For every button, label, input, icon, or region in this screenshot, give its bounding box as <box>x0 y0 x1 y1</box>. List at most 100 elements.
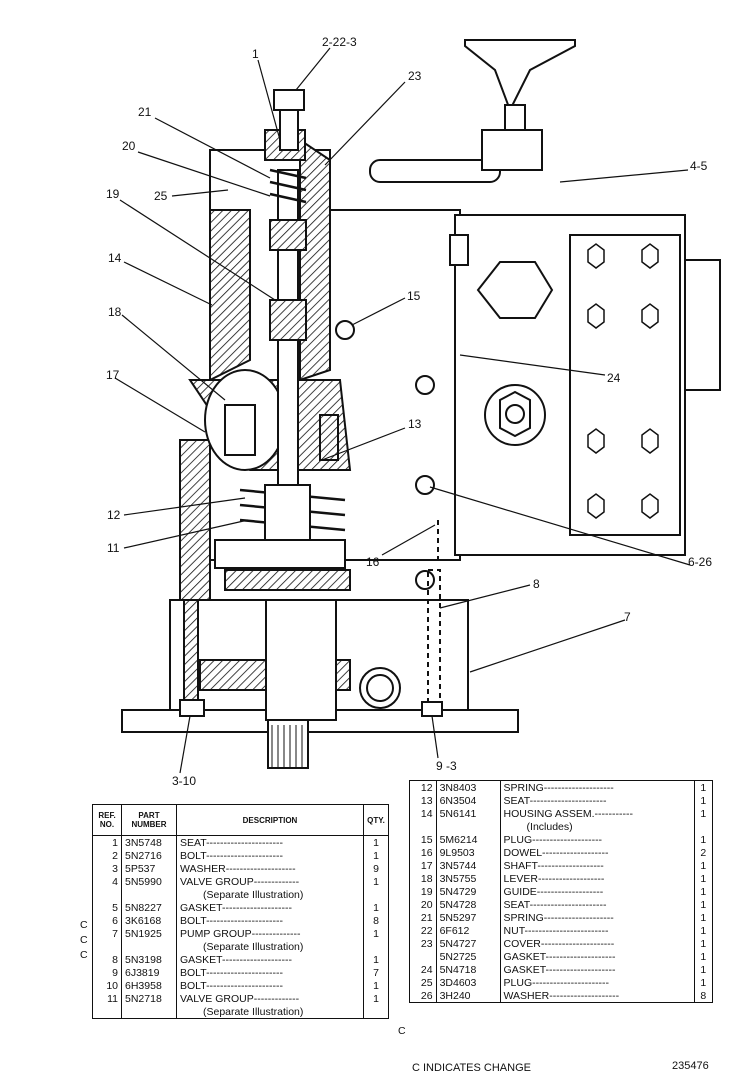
cell-description: NUT------------------------ <box>500 924 695 937</box>
cell-part-number: 3N5755 <box>436 872 501 885</box>
callout-8: 8 <box>533 577 540 591</box>
cell-quantity: 1 <box>373 927 379 940</box>
cell-description: HOUSING ASSEM.----------- <box>500 807 695 820</box>
cell-part-number: 6J3819 <box>121 966 177 979</box>
cell-quantity: 1 <box>700 781 707 794</box>
cell-description: SEAT---------------------- <box>500 794 695 807</box>
cell-description: PUMP GROUP-------------- <box>176 927 364 940</box>
cell-ref-no: 9 <box>92 966 122 979</box>
cell-quantity: 1 <box>700 807 707 820</box>
callout-16: 16 <box>366 555 380 569</box>
cell-description: BOLT---------------------- <box>176 979 364 992</box>
cell-description: GASKET-------------------- <box>500 950 695 963</box>
cell-part-number: 5N4727 <box>436 937 501 950</box>
cell-description: VALVE GROUP------------- <box>176 992 364 1005</box>
cell-description: DOWEL------------------- <box>500 846 695 859</box>
cell-part-number: 5N2716 <box>121 849 177 862</box>
cell-part-number: 6N3504 <box>436 794 501 807</box>
cell-description: (Separate Illustration) <box>176 940 364 953</box>
col-ref-no: REF.NO. <box>92 804 122 836</box>
cell-ref-no: 17 <box>409 859 437 872</box>
cell-quantity <box>694 820 712 833</box>
callout-20: 20 <box>122 139 136 153</box>
change-mark-right: C <box>398 1025 406 1037</box>
cell-quantity: 1 <box>373 992 379 1005</box>
callout-1: 1 <box>252 47 259 61</box>
table-row: (Separate Illustration) <box>92 888 389 901</box>
cell-ref-no: 23 <box>409 937 437 950</box>
cell-ref-no: 6 <box>92 914 122 927</box>
callout-23: 23 <box>408 69 422 83</box>
cell-ref-no: 16 <box>409 846 437 859</box>
cell-quantity: 1 <box>373 836 379 849</box>
callout-19: 19 <box>106 187 120 201</box>
cell-quantity: 1 <box>700 963 707 976</box>
callout-17: 17 <box>106 368 120 382</box>
cell-description: SPRING-------------------- <box>500 780 695 794</box>
cell-part-number: 5N4729 <box>436 885 501 898</box>
cell-part-number: 5N5297 <box>436 911 501 924</box>
cell-ref-no: 25 <box>409 976 437 989</box>
change-marks-left: C C C <box>80 919 88 962</box>
callout-3-10: 3-10 <box>172 774 197 788</box>
cell-ref-no: 24 <box>409 963 437 976</box>
exploded-assembly-drawing <box>114 39 721 774</box>
cell-ref-no: 15 <box>409 833 437 846</box>
cell-ref-no: 7 <box>92 927 122 940</box>
col-description: DESCRIPTION <box>176 804 364 836</box>
cell-part-number: 5N4718 <box>436 963 501 976</box>
cell-description: LEVER------------------- <box>500 872 695 885</box>
cell-ref-no <box>92 1005 122 1019</box>
cell-part-number: 5N2725 <box>436 950 501 963</box>
table-row: (Includes) <box>409 820 713 833</box>
cell-description: BOLT---------------------- <box>176 966 364 979</box>
cell-ref-no: 11 <box>92 992 122 1005</box>
cell-ref-no: 20 <box>409 898 437 911</box>
cell-quantity: 1 <box>373 875 379 888</box>
cell-description: WASHER-------------------- <box>176 862 364 875</box>
cell-part-number: 5N2718 <box>121 992 177 1005</box>
cell-quantity: 1 <box>373 979 379 992</box>
cell-part-number <box>121 940 177 953</box>
cell-quantity: 1 <box>700 937 707 950</box>
cell-description: (Separate Illustration) <box>176 888 364 901</box>
cell-description: SEAT---------------------- <box>500 898 695 911</box>
cell-part-number: 5N1925 <box>121 927 177 940</box>
callout-24: 24 <box>607 371 621 385</box>
cell-part-number: 3H240 <box>436 989 501 1003</box>
cell-description: VALVE GROUP------------- <box>176 875 364 888</box>
callout-14: 14 <box>108 251 122 265</box>
cell-ref-no: 14 <box>409 807 437 820</box>
table-row: (Separate Illustration) <box>92 940 389 953</box>
cell-quantity: 1 <box>700 872 707 885</box>
cell-part-number: 3K6168 <box>121 914 177 927</box>
callout-4-5: 4-5 <box>690 159 708 173</box>
cell-ref-no: 22 <box>409 924 437 937</box>
cell-description: SPRING-------------------- <box>500 911 695 924</box>
cell-quantity <box>364 888 389 901</box>
cell-part-number: 6F612 <box>436 924 501 937</box>
cell-ref-no: 18 <box>409 872 437 885</box>
callout-11: 11 <box>107 541 120 555</box>
callout-13: 13 <box>408 417 422 431</box>
cell-description: SEAT---------------------- <box>176 835 364 849</box>
cell-ref-no: 26 <box>409 989 437 1003</box>
cell-part-number: 9L9503 <box>436 846 501 859</box>
